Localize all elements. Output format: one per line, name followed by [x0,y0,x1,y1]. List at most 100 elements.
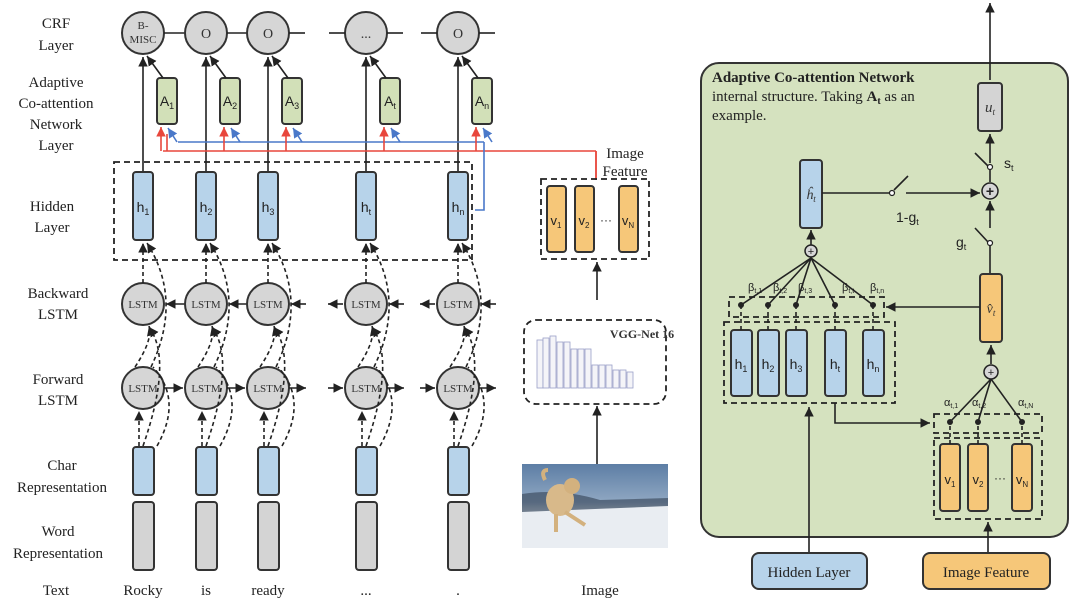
label-crf-2: Layer [39,38,74,54]
vgg-layer [605,364,613,389]
node-label: A1 [160,93,174,111]
h-hat-node [799,159,823,229]
char-representation-node [195,446,218,496]
svg-text:LSTM: LSTM [351,299,381,311]
image-feature-node [574,185,595,253]
vgg-layer [612,369,620,389]
label-word-2: Representation [13,546,103,562]
char-representation-node [257,446,280,496]
label-acn-1: Adaptive [29,75,84,91]
token-text: Rocky [123,583,163,599]
svg-text:LSTM: LSTM [443,383,473,395]
vgg-layer [591,364,599,389]
node-label: A2 [223,93,237,111]
hidden-layer-group [113,161,473,261]
svg-text:LSTM: LSTM [253,299,283,311]
beta-label: βt,2 [773,282,787,295]
attention-node [281,77,303,125]
word-representation-node [355,501,378,571]
row-labels: CRF Layer Adaptive Co-attention Network … [13,16,107,599]
alpha-label: αt,2 [972,397,986,410]
crf-label: ... [361,27,372,42]
label-hidden-1: Hidden [30,199,75,215]
v-hat-node [979,273,1003,343]
token-text: . [456,583,460,599]
vgg-layer [556,341,564,389]
vgg-layer [542,337,550,389]
vgg-layer [598,364,606,389]
svg-text:+: + [986,183,994,199]
label-char-1: Char [47,458,76,474]
image-feature-node [618,185,639,253]
node-label: h2 [200,199,213,217]
attention-node [219,77,241,125]
vgg-layer [549,335,557,389]
char-representation-node [447,446,470,496]
node-label: vN [622,213,635,230]
vgg-layer [619,369,627,389]
node-label: h3 [790,356,803,374]
acn-description-line2: example. [712,108,767,124]
acn-panel [700,62,1069,538]
hidden-node [355,171,377,241]
vgg-layer [584,348,592,389]
node-label: v1 [945,472,957,489]
h-hat-label: ĥt [806,186,816,204]
hidden-node [447,171,469,241]
image-feature-group [540,178,650,260]
word-representation-node [257,501,280,571]
legend-image-feature-label: Image Feature [943,565,1030,581]
legend-hidden-layer [751,552,868,590]
inner-hidden-group [723,321,896,404]
image-feature-label-1: Image [606,146,644,162]
crf-node [121,11,165,55]
svg-text:LSTM: LSTM [351,383,381,395]
svg-text:LSTM: LSTM [191,299,221,311]
svg-text:LSTM: LSTM [128,299,158,311]
node-label: h1 [735,356,748,374]
node-label: At [384,93,396,111]
sum-node-main [981,182,999,200]
label-forward-1: Forward [33,372,84,388]
vgg-layer [536,339,544,389]
label-crf-1: CRF [42,16,70,32]
beta-label: βt,3 [798,282,812,295]
crf-label: MISC [130,34,157,46]
vgg-net-label: VGG-Net 16 [610,327,674,341]
node-label: vN [1016,472,1029,489]
char-representation-node [355,446,378,496]
node-label: h1 [137,199,150,217]
node-label: A3 [285,93,299,111]
token-text: ready [251,583,285,599]
image-feature-node [546,185,567,253]
label-backward-1: Backward [28,286,89,302]
label-hidden-2: Layer [35,220,70,236]
token-text: is [201,583,211,599]
output-u-node [977,82,1003,132]
svg-text:+: + [988,367,994,379]
svg-text:LSTM: LSTM [128,383,158,395]
crf-label: O [263,27,273,42]
vgg-layer [577,348,585,389]
vgg-net-box [523,319,667,405]
node-label: v2 [973,472,985,489]
v-hat-label: v̂t [987,302,996,318]
attention-node [379,77,401,125]
beta-weights-group [728,296,885,318]
node-label: h2 [762,356,775,374]
gate-g-label: gt [956,234,967,252]
ellipsis: ··· [600,213,612,227]
gate-one-minus-g-label: 1-gt [896,209,919,227]
word-representation-node [447,501,470,571]
token-column: ...AthtLSTMLSTM... [328,11,404,599]
vgg-net-icon [536,335,634,389]
alpha-weights-group [933,413,1043,434]
hidden-node [132,171,154,241]
node-label: hn [452,199,465,217]
